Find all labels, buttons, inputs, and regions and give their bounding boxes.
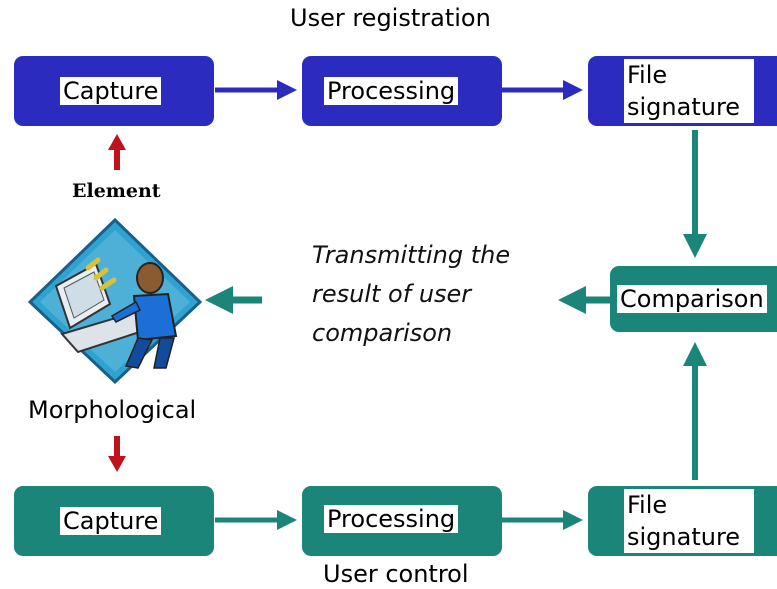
element-label: Element	[72, 180, 161, 202]
processing-label-control: Processing	[324, 505, 459, 533]
capture-box-registration: Capture	[14, 56, 214, 126]
processing-label-registration: Processing	[324, 77, 459, 105]
transmit-text-line-1: Transmitting the	[312, 241, 511, 269]
processing-box-registration: Processing	[302, 56, 502, 126]
user-control-title: User control	[323, 560, 469, 588]
capture-label-control: Capture	[60, 507, 162, 535]
processing-box-control: Processing	[302, 486, 502, 556]
file-signature-label-control: File signature	[624, 489, 754, 553]
user-registration-title: User registration	[290, 4, 491, 32]
comparison-box: Comparison	[610, 266, 777, 332]
morphological-label: Morphological	[28, 396, 197, 424]
user-at-computer-icon	[26, 216, 204, 386]
comparison-label: Comparison	[617, 285, 767, 313]
capture-label-registration: Capture	[60, 77, 162, 105]
file-signature-label-registration: File signature	[624, 59, 754, 123]
transmit-text-line-2: result of user	[312, 280, 472, 308]
red-arrow-up	[108, 134, 126, 170]
capture-box-control: Capture	[14, 486, 214, 556]
transmit-text-line-3: comparison	[312, 319, 453, 347]
red-arrow-down	[108, 436, 126, 472]
file-signature-box-control: File signature	[588, 486, 777, 556]
file-signature-box-registration: File signature	[588, 56, 777, 126]
